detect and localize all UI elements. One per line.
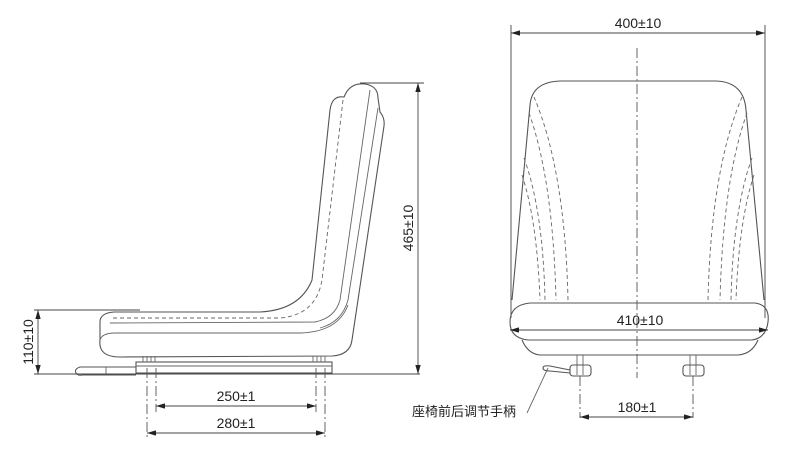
dim-back-width: 400±10 <box>615 15 662 31</box>
front-view: 400±10 410±10 <box>412 15 769 420</box>
slide-rail <box>135 361 333 374</box>
mount-right <box>682 355 705 377</box>
mount-left <box>569 355 592 377</box>
dim-rail-inner: 250±1 <box>217 388 256 404</box>
adjust-handle <box>74 366 136 376</box>
dim-seat-height: 110±10 <box>20 319 36 365</box>
dim-mount-spacing: 180±1 <box>618 399 657 415</box>
callout-adjust-handle-label: 座椅前后调节手柄 <box>412 404 516 420</box>
dim-rail-outer: 280±1 <box>217 415 256 431</box>
front-adjust-handle <box>542 365 571 374</box>
dim-height-total: 465±10 <box>400 204 416 251</box>
front-seat-cushion <box>509 302 769 341</box>
dim-seat-width: 410±10 <box>617 312 664 328</box>
front-backrest-outline <box>511 80 765 301</box>
side-view: 250±1 280±1 110±10 465±10 <box>20 82 424 440</box>
backrest-outline <box>99 83 385 358</box>
